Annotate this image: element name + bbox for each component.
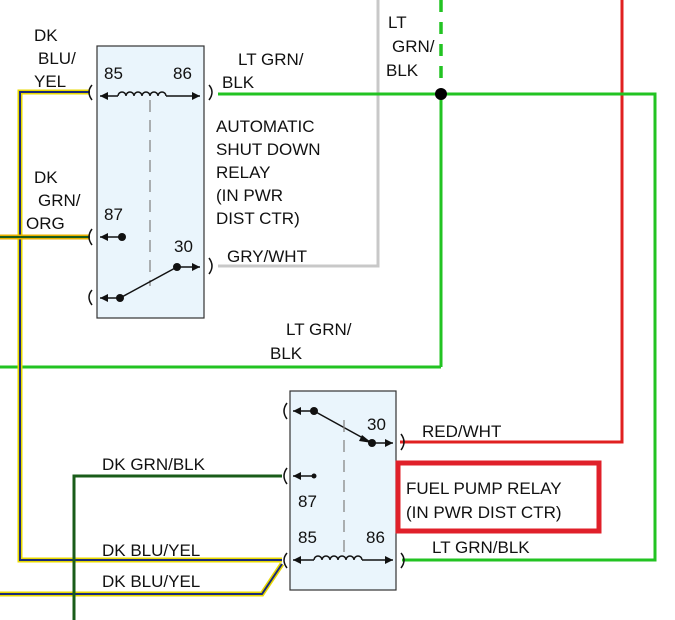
- junction-dot: [435, 88, 447, 100]
- fp-pin87-label: 87: [298, 492, 317, 511]
- label-dk-blu-yel-top-1: DK: [34, 26, 58, 45]
- fp-coil-arrow-l: [293, 556, 301, 564]
- fp-87-arrow: [293, 472, 301, 480]
- fp-name-line-2: (IN PWR DIST CTR): [406, 503, 562, 522]
- fp-pivot-connector: [283, 402, 288, 420]
- asd-pin85-label: 85: [104, 64, 123, 83]
- fp-87-contact: [311, 473, 317, 479]
- asd-coil: [117, 91, 167, 97]
- fp-pin87-connector: [283, 467, 288, 485]
- wire-lt-grn-blk-right: [402, 92, 657, 562]
- fp-pin30-connector: [400, 433, 405, 451]
- wire-dk-blu-yel-2: [0, 563, 283, 595]
- asd-pin86-label: 86: [173, 64, 192, 83]
- label-lt-grn-blk-vert-2: GRN/: [392, 37, 435, 56]
- label-gry-wht: GRY/WHT: [227, 247, 307, 266]
- label-lt-grn-blk-top-1: LT GRN/: [238, 50, 304, 69]
- label-dk-blu-yel-top-2: BLU/: [38, 49, 76, 68]
- fp-coil: [313, 555, 363, 561]
- asd-pin30-connector: [208, 257, 213, 275]
- asd-switch-arm: [119, 266, 178, 299]
- wire-red-wht: [400, 0, 624, 444]
- asd-pin30-label: 30: [174, 237, 193, 256]
- asd-30-arrow: [192, 263, 200, 271]
- fp-pin86-connector: [400, 552, 405, 569]
- asd-pin87-label: 87: [104, 205, 123, 224]
- asd-coil-arrow-l: [100, 92, 108, 100]
- fp-pin30-label: 30: [367, 415, 386, 434]
- wire-dk-grn-blk: [72, 474, 282, 620]
- label-dk-blu-yel-top-3: YEL: [34, 72, 66, 91]
- fp-pin85-label: 85: [298, 528, 317, 547]
- asd-name-line-2: SHUT DOWN: [216, 140, 321, 159]
- label-dk-grn-org-1: DK: [34, 168, 58, 187]
- asd-87-contact: [118, 233, 126, 241]
- label-red-wht: RED/WHT: [422, 422, 501, 441]
- label-lt-grn-blk-vert-1: LT: [388, 13, 407, 32]
- asd-pivot-arrow: [100, 294, 108, 302]
- asd-name-line-3: RELAY: [216, 163, 271, 182]
- asd-87-arrow: [100, 233, 108, 241]
- label-dk-grn-blk: DK GRN/BLK: [102, 455, 206, 474]
- label-lt-grn-blk-bottom: LT GRN/BLK: [432, 538, 530, 557]
- label-lt-grn-blk-mid-1: LT GRN/: [286, 320, 352, 339]
- asd-pin86-connector: [208, 84, 213, 101]
- fp-pin85-connector: [283, 552, 288, 569]
- asd-pin85-connector: [88, 84, 93, 101]
- fp-name-line-1: FUEL PUMP RELAY: [406, 479, 562, 498]
- fp-pivot-arrow: [293, 407, 301, 415]
- label-dk-blu-yel-1: DK BLU/YEL: [102, 541, 200, 560]
- asd-name-line-1: AUTOMATIC: [216, 117, 315, 136]
- wire-dk-blu-yel-top: [19, 91, 282, 561]
- asd-pin-bracket: [88, 289, 93, 306]
- label-lt-grn-blk-top-2: BLK: [222, 73, 255, 92]
- label-lt-grn-blk-mid-2: BLK: [270, 344, 303, 363]
- label-dk-grn-org-3: ORG: [26, 214, 65, 233]
- fp-pin86-label: 86: [366, 528, 385, 547]
- wire-gry-wht: [218, 0, 380, 268]
- fp-coil-arrow-r: [385, 556, 393, 564]
- label-lt-grn-blk-vert-3: BLK: [386, 61, 419, 80]
- label-dk-grn-org-2: GRN/: [38, 191, 81, 210]
- asd-coil-arrow-r: [192, 92, 200, 100]
- asd-pin87-connector: [88, 228, 93, 246]
- asd-name-line-5: DIST CTR): [216, 209, 300, 228]
- asd-name-line-4: (IN PWR: [216, 186, 283, 205]
- fuel-pump-callout-box: [395, 460, 602, 534]
- label-dk-blu-yel-2: DK BLU/YEL: [102, 572, 200, 591]
- fp-30-arrow: [385, 439, 393, 447]
